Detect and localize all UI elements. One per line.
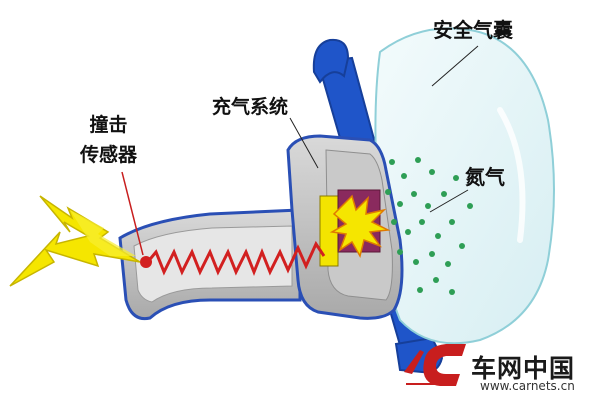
sensor-label-line1: 撞击 (89, 114, 128, 136)
inflator-label: 充气系统 (212, 96, 289, 118)
airbag-pointer-line (431, 45, 479, 87)
gas-dots (385, 157, 473, 295)
sensor-label: 撞击 传感器 (80, 110, 137, 170)
inflator-pointer-line (289, 117, 319, 169)
lightning-bolt-back (70, 210, 136, 256)
explosion-icon (329, 194, 391, 258)
nitrogen-pointer-line (429, 189, 469, 213)
watermark-name: 车网中国 (471, 354, 576, 383)
carnets-logo-icon (404, 344, 466, 386)
sensor-arm-inner (133, 225, 293, 303)
sensor-label-line2: 传感器 (80, 144, 138, 166)
steering-wheel-top (312, 38, 350, 84)
airbag-highlight (497, 107, 526, 243)
sensor-pointer-line (121, 171, 144, 256)
airbag-label: 安全气囊 (433, 18, 513, 42)
sensor-dot (140, 256, 152, 268)
signal-wire (144, 240, 326, 277)
watermark-url: www.carnets.cn (480, 379, 575, 393)
nitrogen-label: 氮气 (465, 165, 505, 189)
